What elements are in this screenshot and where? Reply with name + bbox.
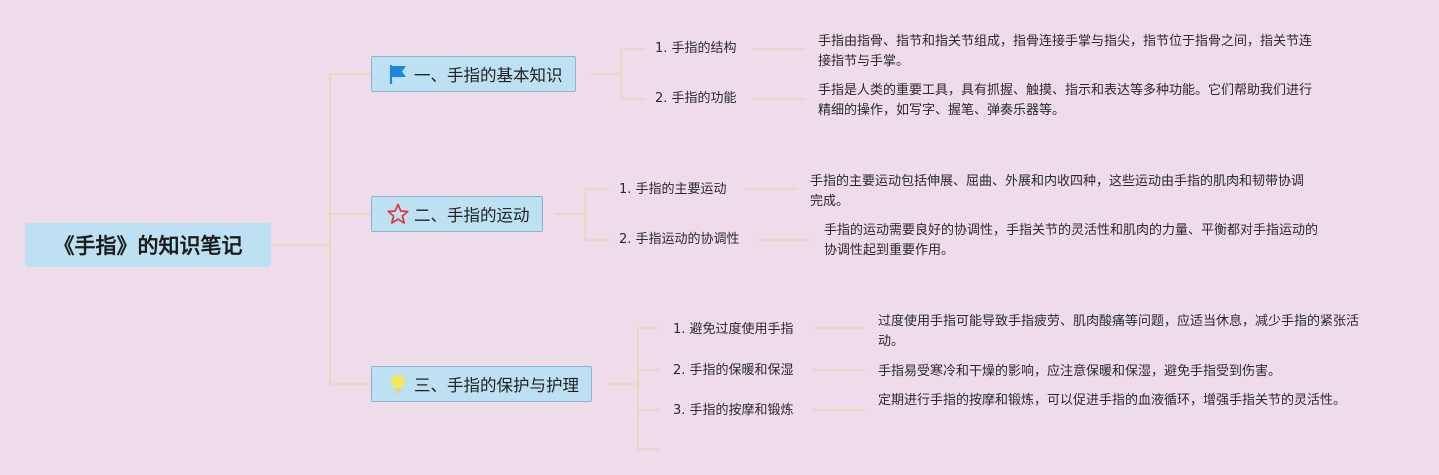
subtopic-avoid-overuse[interactable]: 1. 避免过度使用手指 <box>673 322 794 337</box>
flag-icon <box>389 65 406 84</box>
connector-branch-2-items <box>555 188 810 241</box>
detail-finger-function: 手指是人类的重要工具，具有抓握、触摸、指示和表达等多种功能。它们帮助我们进行精细… <box>818 83 1313 118</box>
branch-protection-care[interactable]: 三、手指的保护与护理 <box>371 366 592 402</box>
subtopic-main-movements[interactable]: 1. 手指的主要运动 <box>619 182 727 197</box>
star-icon <box>387 203 409 224</box>
subtopic-movement-coordination[interactable]: 2. 手指运动的协调性 <box>619 232 740 247</box>
connector-branch-1-items <box>590 48 805 100</box>
subtopic-finger-function[interactable]: 2. 手指的功能 <box>655 91 737 106</box>
detail-massage-exercise: 定期进行手指的按摩和锻炼，可以促进手指的血液循环，增强手指关节的灵活性。 <box>878 393 1347 408</box>
branch-finger-movement[interactable]: 二、手指的运动 <box>371 196 543 232</box>
detail-movement-coordination: 手指的运动需要良好的协调性，手指关节的灵活性和肌肉的力量、平衡都对手指运动的协调… <box>824 223 1319 258</box>
detail-finger-structure: 手指由指骨、指节和指关节组成，指骨连接手掌与指尖，指节位于指骨之间，指关节连接指… <box>818 34 1313 69</box>
detail-main-movements: 手指的主要运动包括伸展、屈曲、外展和内收四种，这些运动由手指的肌肉和韧带协调完成… <box>810 174 1305 209</box>
branch-title: 三、手指的保护与护理 <box>414 376 579 395</box>
branch-basic-knowledge[interactable]: 一、手指的基本知识 <box>371 56 576 92</box>
detail-avoid-overuse: 过度使用手指可能导致手指疲劳、肌肉酸痛等问题，应适当休息，减少手指的紧张活动。 <box>878 314 1360 349</box>
branch-title: 一、手指的基本知识 <box>414 66 563 85</box>
connector-root-trunk <box>271 74 331 384</box>
subtopic-massage-exercise[interactable]: 3. 手指的按摩和锻炼 <box>673 403 794 418</box>
branch-title: 二、手指的运动 <box>414 206 530 225</box>
subtopic-warmth-moisture[interactable]: 2. 手指的保暖和保湿 <box>673 363 794 378</box>
detail-warmth-moisture: 手指易受寒冷和干燥的影响，应注意保暖和保湿，避免手指受到伤害。 <box>878 364 1282 379</box>
lightbulb-icon <box>391 375 405 393</box>
connector-branch-3-items <box>609 327 865 450</box>
subtopic-finger-structure[interactable]: 1. 手指的结构 <box>655 41 737 56</box>
root-topic[interactable]: 《手指》的知识笔记 <box>25 223 271 267</box>
